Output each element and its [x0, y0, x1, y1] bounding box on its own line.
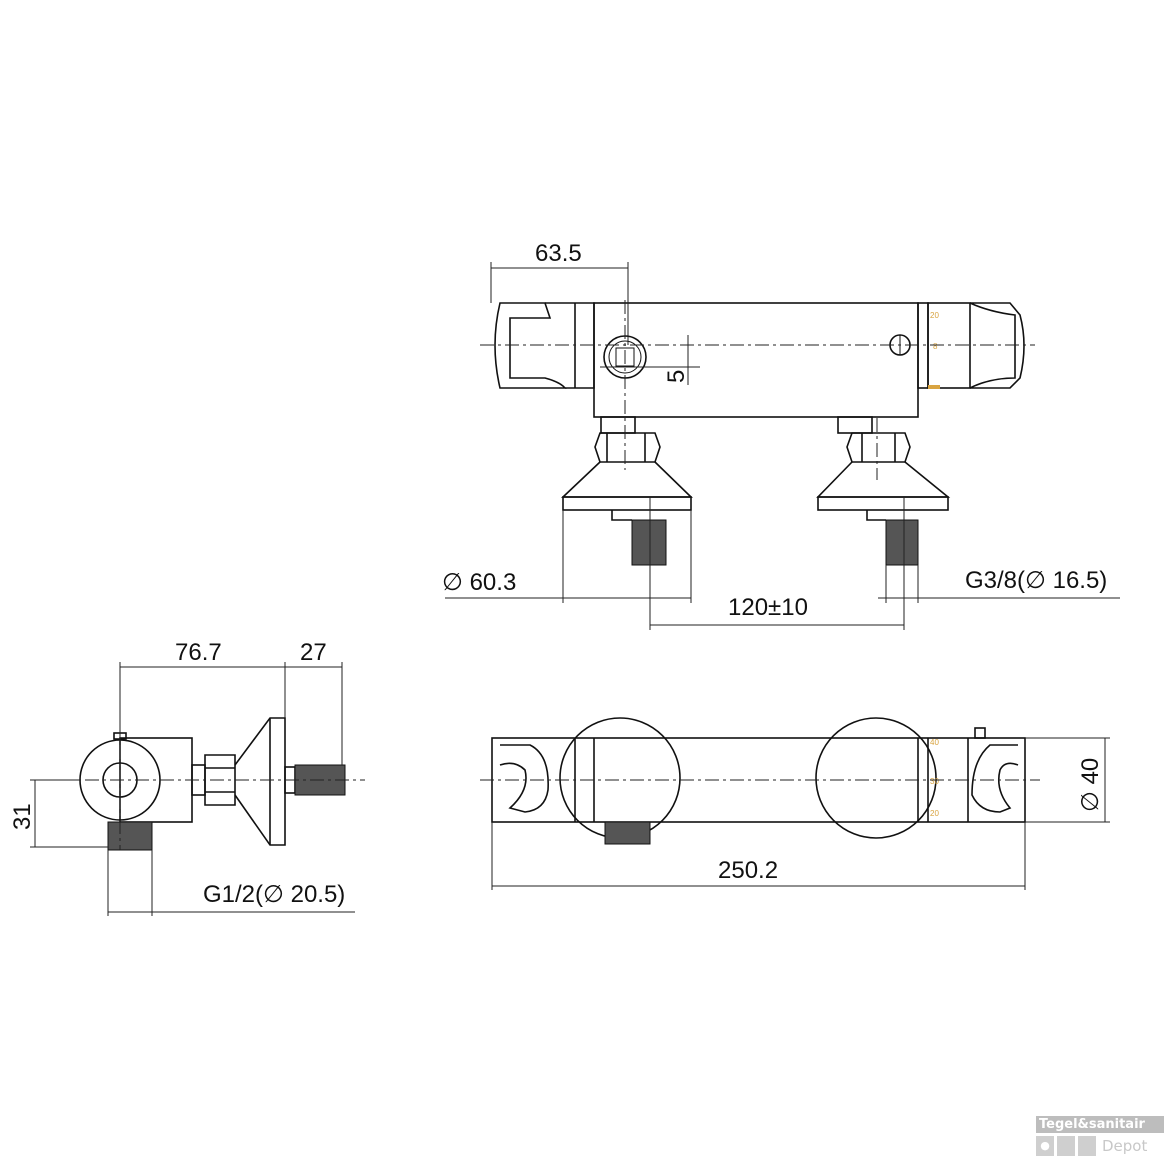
scale-label: 8: [933, 342, 938, 351]
left-handle: [494, 302, 567, 389]
dim-handle-offset: 63.5: [535, 240, 582, 267]
top-view: 20 8 63.5: [442, 240, 1120, 630]
watermark-line2: Depot: [1102, 1137, 1148, 1155]
front-view: 40 30 20 250.2 ∅ 40: [480, 717, 1110, 890]
watermark-line1: Tegel&sanitair: [1036, 1116, 1164, 1133]
dim-body-depth: 76.7: [175, 639, 222, 666]
side-view: 76.7 27 31 G1/2(∅ 20.5): [9, 639, 365, 916]
dim-height: 31: [9, 803, 36, 830]
watermark-logo: Tegel&sanitair ● Depot: [1036, 1116, 1164, 1156]
right-inlet: [816, 416, 951, 566]
scale-label: 20: [930, 809, 939, 818]
dim-diameter: ∅ 40: [1077, 758, 1104, 812]
dim-inlet-thread: G3/8(∅ 16.5): [965, 567, 1107, 594]
dim-inlet-spacing: 120±10: [728, 594, 808, 621]
dim-port-offset: 5: [663, 370, 690, 383]
scale-label: 30: [930, 777, 939, 786]
valve-body: [593, 302, 919, 418]
drop-icon: ●: [1036, 1136, 1054, 1156]
scale-label: 40: [930, 738, 939, 747]
temperature-scale-ring: [927, 302, 971, 389]
dim-length: 250.2: [718, 857, 778, 884]
left-inlet: [560, 416, 693, 566]
dim-connector: 27: [300, 639, 327, 666]
dim-outlet-thread: G1/2(∅ 20.5): [203, 881, 345, 908]
right-handle: [969, 302, 1025, 389]
dim-flange-diameter: ∅ 60.3: [442, 569, 516, 596]
scale-label: 20: [930, 311, 939, 320]
